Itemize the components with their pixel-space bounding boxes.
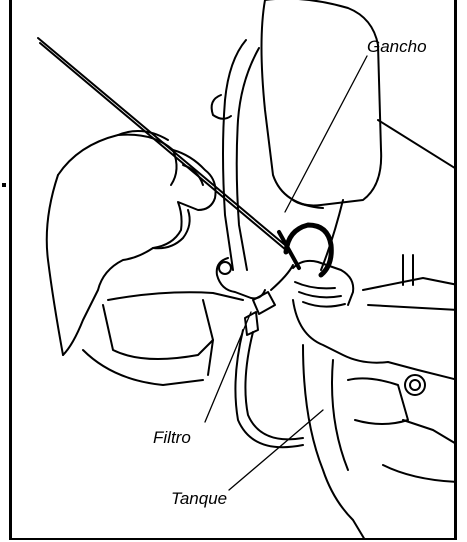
tank-face xyxy=(348,378,408,424)
engine-edge xyxy=(368,305,457,310)
bracket-hole xyxy=(219,262,231,274)
housing-top xyxy=(265,0,381,205)
figure-frame: Gancho Filtro Tanque xyxy=(9,0,457,540)
bracket xyxy=(217,258,265,298)
engine-bolt-inner xyxy=(410,380,420,390)
body-left-lower xyxy=(83,350,203,385)
margin-mark xyxy=(2,183,6,187)
tank-side xyxy=(303,345,365,540)
frame-notch xyxy=(212,95,231,119)
filter-body xyxy=(253,292,275,314)
tank-neck-ring-2 xyxy=(299,292,341,297)
body-left-front xyxy=(103,305,213,359)
hand-thumb xyxy=(153,210,190,248)
tank-front xyxy=(332,360,348,470)
wire-rod-2 xyxy=(40,43,286,250)
hand-wrist xyxy=(47,175,63,355)
callout-line-tank xyxy=(229,410,323,490)
engine-top xyxy=(363,278,457,290)
label-filter: Filtro xyxy=(153,428,191,447)
callout-line-hook xyxy=(285,56,367,212)
housing-edge xyxy=(378,120,457,170)
frame-bar-outer xyxy=(223,40,246,270)
housing-inner xyxy=(262,0,324,208)
fuel-line-lower-2 xyxy=(245,332,303,439)
engine-bolt xyxy=(405,375,425,395)
tank-neck-outer xyxy=(293,261,353,305)
tank-neck-ring-3 xyxy=(303,302,345,307)
tank-body xyxy=(293,300,457,380)
filter-stem xyxy=(245,312,258,335)
fuel-filter-illustration: Gancho Filtro Tanque xyxy=(12,0,457,540)
frame-bar-inner xyxy=(237,48,259,270)
callout-line-filter xyxy=(205,312,251,422)
fuel-line-upper xyxy=(271,265,293,290)
engine-lower xyxy=(403,420,457,445)
hand-finger-2 xyxy=(171,150,177,185)
label-hook: Gancho xyxy=(367,37,427,56)
body-left-side xyxy=(203,300,213,375)
label-tank: Tanque xyxy=(171,489,227,508)
body-left-top xyxy=(108,292,243,300)
engine-base xyxy=(383,465,457,482)
tank-neck-ring-1 xyxy=(295,282,335,288)
